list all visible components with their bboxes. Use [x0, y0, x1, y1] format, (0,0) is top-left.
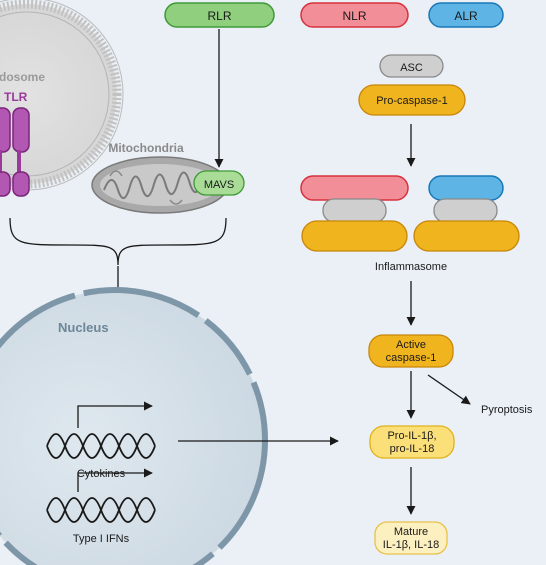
active-caspase-line2: caspase-1 [386, 352, 437, 364]
asc-pill: ASC [379, 54, 444, 78]
pyroptosis-label: Pyroptosis [481, 404, 533, 416]
dna-helix-1 [46, 433, 156, 459]
dna-helix-2 [46, 497, 156, 523]
mitochondria: Mitochondria [91, 141, 229, 214]
convergence-brace [9, 217, 227, 266]
pro-il-pill: Pro-IL-1β, pro-IL-18 [369, 425, 455, 459]
mature-line2: IL-1β, IL-18 [383, 539, 439, 551]
tlr-label: TLR [4, 90, 28, 104]
mitochondria-label: Mitochondria [108, 141, 184, 155]
type-i-ifn-gene: Type I IFNs [46, 468, 156, 545]
promoter-arrow-2 [77, 468, 153, 492]
tlr-receptor [0, 107, 30, 197]
arrow-active-to-pyroptosis [427, 374, 471, 405]
cytokines-label: Cytokines [77, 468, 126, 480]
asc-label: ASC [400, 62, 423, 74]
mature-line1: Mature [394, 526, 428, 538]
active-caspase-1-pill: Active caspase-1 [368, 334, 454, 368]
alr-label: ALR [454, 9, 478, 23]
pro-il-line2: pro-IL-18 [390, 443, 435, 455]
pro-il-line1: Pro-IL-1β, [387, 430, 436, 442]
inflammasome-label: Inflammasome [375, 261, 447, 273]
nlr-label: NLR [342, 9, 366, 23]
rlr-label: RLR [207, 9, 231, 23]
nucleus: Nucleus [0, 287, 268, 565]
nlr-pill: NLR [300, 2, 409, 28]
cytokines-gene: Cytokines [46, 401, 156, 480]
inflammasome-complex [300, 175, 520, 252]
mature-il-pill: Mature IL-1β, IL-18 [374, 521, 448, 555]
endosome-label: dosome [0, 70, 45, 84]
pro-caspase-1-pill: Pro-caspase-1 [358, 84, 466, 116]
pro-caspase-1-label: Pro-caspase-1 [376, 95, 448, 107]
mavs-pill: MAVS [193, 170, 245, 196]
type-i-ifns-label: Type I IFNs [73, 533, 130, 545]
active-caspase-line1: Active [396, 339, 426, 351]
rlr-pill: RLR [164, 2, 275, 28]
nucleus-label: Nucleus [58, 320, 109, 335]
mavs-label: MAVS [204, 179, 234, 191]
promoter-arrow-1 [77, 401, 153, 428]
alr-pill: ALR [428, 2, 504, 28]
